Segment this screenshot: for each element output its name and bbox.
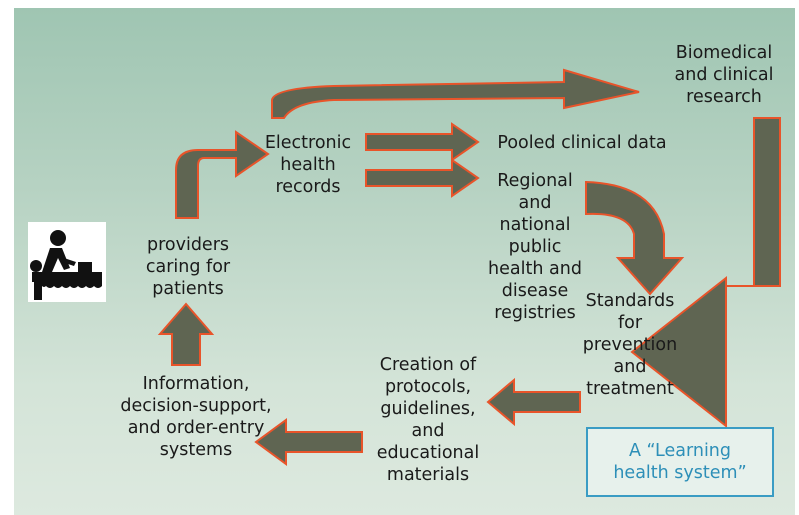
node-standards: Standards for prevention and treatment	[582, 291, 678, 399]
node-pooled-clinical-data: Pooled clinical data	[497, 133, 667, 153]
arrow-protocols-to-systems	[254, 418, 363, 466]
node-research: Biomedical and clinical research	[674, 43, 774, 107]
node-protocols: Creation of protocols, guidelines, and e…	[376, 355, 480, 485]
node-registries: Regional and national public health and …	[488, 171, 582, 323]
node-providers: providers caring for patients	[145, 235, 231, 299]
arrow-providers-to-ehr	[175, 130, 270, 219]
arrow-systems-to-providers	[157, 302, 215, 366]
arrow-ehr-to-registries	[365, 158, 480, 198]
patient-care-icon	[28, 222, 106, 302]
learning-health-system-badge: A “Learning health system”	[586, 427, 774, 497]
arrow-ehr-to-research	[271, 68, 640, 119]
arrow-standards-to-protocols	[486, 377, 581, 427]
arrow-ehr-to-pooled	[365, 122, 480, 162]
node-systems: Information, decision-support, and order…	[120, 374, 272, 460]
diagram-canvas: providers caring for patients Electronic…	[14, 8, 795, 515]
arrows-layer	[157, 68, 781, 466]
node-ehr: Electronic health records	[264, 133, 352, 197]
arrow-research-to-standards	[630, 117, 781, 429]
arrow-registries-to-standards	[585, 180, 685, 296]
